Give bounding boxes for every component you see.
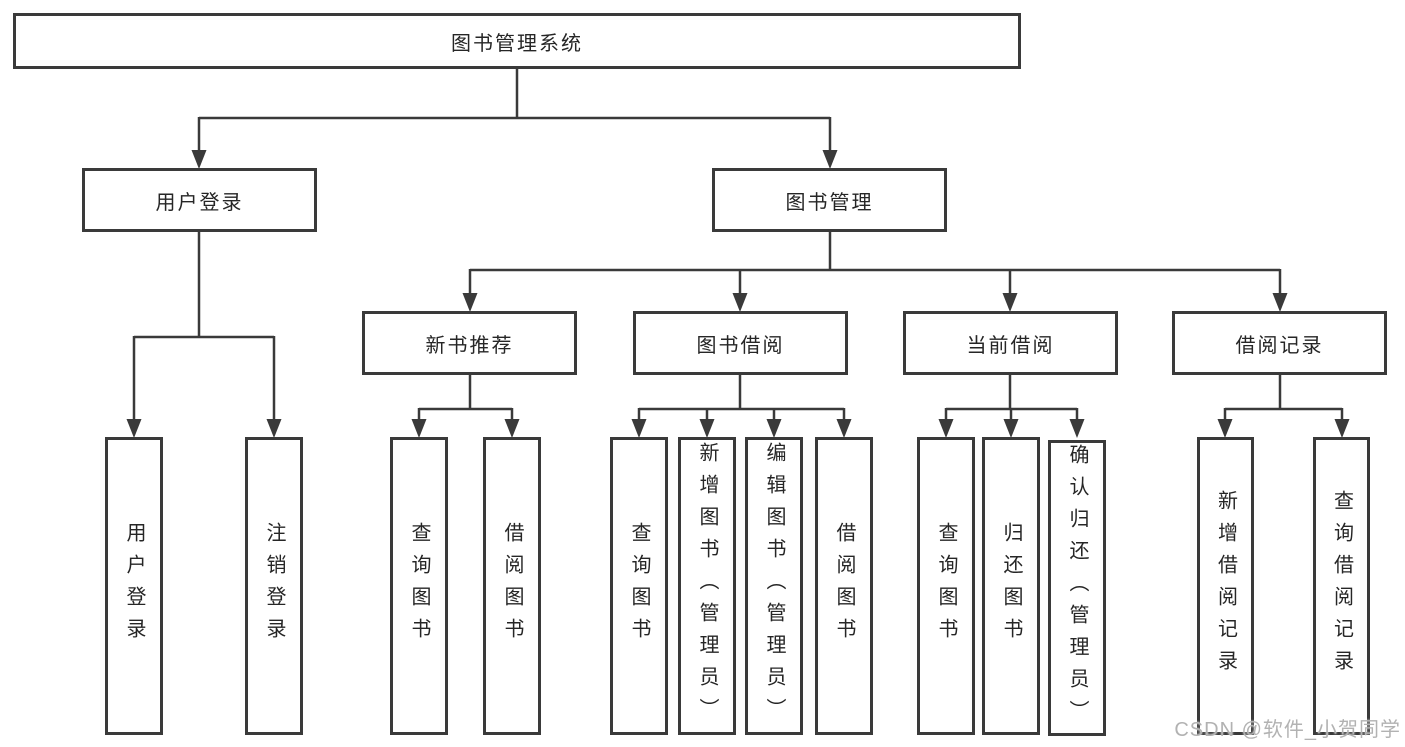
leaf-borrow-query-book-label: 查询图书	[628, 522, 650, 650]
leaf-record-add: 新增借阅记录	[1197, 437, 1254, 735]
arrowhead-recommend-2	[504, 419, 520, 438]
leaf-user-login-label: 用户登录	[123, 522, 145, 650]
arrowhead-record	[1272, 293, 1288, 312]
leaf-record-query-label: 查询借阅记录	[1330, 490, 1353, 682]
leaf-recommend-borrow-book-label: 借阅图书	[501, 522, 523, 650]
leaf-recommend-query-book: 查询图书	[390, 437, 448, 735]
leaf-current-return-book-label: 归还图书	[1000, 522, 1022, 650]
node-current-borrow-label: 当前借阅	[966, 334, 1055, 357]
leaf-logout: 注销登录	[245, 437, 303, 735]
leaf-borrow-edit-book-admin: 编辑图书（管理员）	[745, 437, 803, 735]
node-borrow-record: 借阅记录	[1172, 311, 1387, 375]
arrowhead-borrow-3	[766, 419, 782, 438]
arrowhead-borrow-2	[699, 419, 715, 438]
leaf-user-login: 用户登录	[105, 437, 163, 735]
arrowhead-user-login	[191, 150, 207, 169]
leaf-current-confirm-return-admin: 确认归还（管理员）	[1048, 440, 1106, 736]
node-book-borrow: 图书借阅	[633, 311, 848, 375]
csdn-watermark: CSDN @软件_小贺同学	[1174, 719, 1401, 741]
leaf-borrow-edit-book-admin-label: 编辑图书（管理员）	[763, 442, 785, 730]
leaf-recommend-query-book-label: 查询图书	[408, 522, 430, 650]
leaf-recommend-borrow-book: 借阅图书	[483, 437, 541, 735]
arrowhead-borrow-4	[836, 419, 852, 438]
leaf-logout-label: 注销登录	[263, 522, 285, 650]
node-root: 图书管理系统	[13, 13, 1021, 69]
arrowhead-current-3	[1069, 419, 1085, 438]
node-root-label: 图书管理系统	[451, 32, 583, 55]
node-new-book-recommend-label: 新书推荐	[425, 334, 514, 357]
leaf-borrow-borrow-book-label: 借阅图书	[833, 522, 855, 650]
arrowhead-recommend	[462, 293, 478, 312]
arrowhead-login-2	[266, 419, 282, 438]
leaf-current-confirm-return-admin-label: 确认归还（管理员）	[1066, 444, 1088, 732]
leaf-borrow-query-book: 查询图书	[610, 437, 668, 735]
node-book-management: 图书管理	[712, 168, 947, 232]
node-book-borrow-label: 图书借阅	[696, 334, 785, 357]
arrowhead-borrow-1	[631, 419, 647, 438]
leaf-borrow-borrow-book: 借阅图书	[815, 437, 873, 735]
arrowhead-book-management	[822, 150, 838, 169]
leaf-current-query-book: 查询图书	[917, 437, 975, 735]
node-user-login-label: 用户登录	[155, 191, 244, 214]
arrowhead-record-1	[1217, 419, 1233, 438]
arrowhead-current	[1002, 293, 1018, 312]
node-user-login: 用户登录	[82, 168, 317, 232]
arrowhead-current-2	[1003, 419, 1019, 438]
arrowhead-record-2	[1334, 419, 1350, 438]
arrowhead-current-1	[938, 419, 954, 438]
arrowhead-recommend-1	[411, 419, 427, 438]
node-new-book-recommend: 新书推荐	[362, 311, 577, 375]
leaf-borrow-add-book-admin: 新增图书（管理员）	[678, 437, 736, 735]
leaf-borrow-add-book-admin-label: 新增图书（管理员）	[696, 442, 718, 730]
leaf-current-query-book-label: 查询图书	[935, 522, 957, 650]
node-current-borrow: 当前借阅	[903, 311, 1118, 375]
leaf-record-query: 查询借阅记录	[1313, 437, 1370, 735]
arrowhead-borrow	[732, 293, 748, 312]
leaf-current-return-book: 归还图书	[982, 437, 1040, 735]
node-book-management-label: 图书管理	[785, 191, 874, 214]
node-borrow-record-label: 借阅记录	[1235, 334, 1324, 357]
arrowhead-login-1	[126, 419, 142, 438]
leaf-record-add-label: 新增借阅记录	[1214, 490, 1237, 682]
